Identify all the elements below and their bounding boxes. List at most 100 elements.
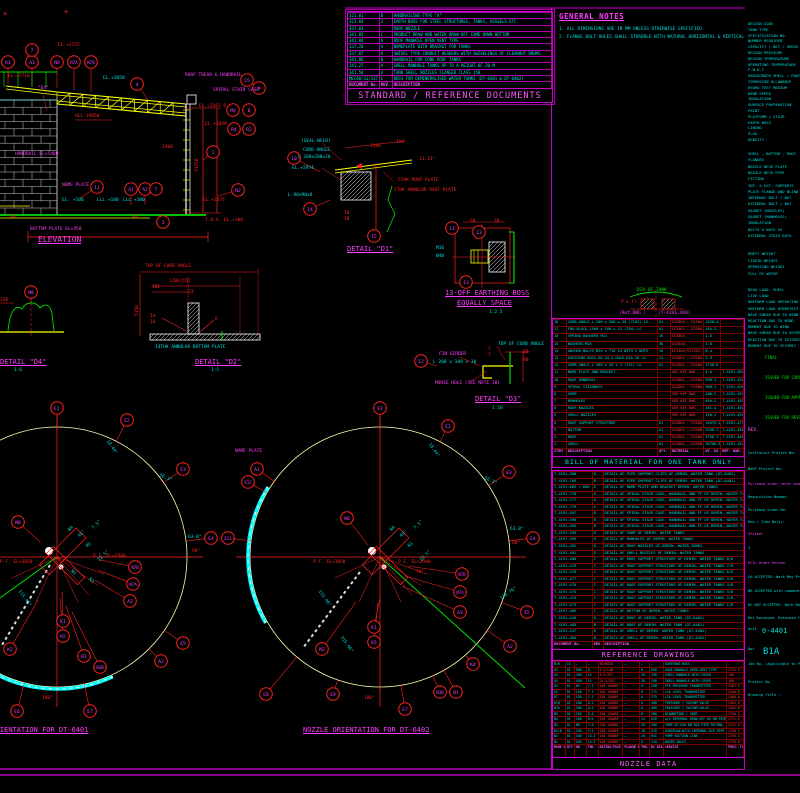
balloon-E1: E1 xyxy=(377,406,383,412)
balloon-13: 13 xyxy=(463,280,469,286)
balloon-N2: N2 xyxy=(319,647,325,653)
title-block-label: DEAD LOAD, SHELL xyxy=(748,287,785,292)
balloon-13: 13 xyxy=(476,230,482,236)
balloon-10: 10 xyxy=(291,156,297,162)
title-block-label: MoEF Project No: xyxy=(748,467,783,471)
balloon-K1: K1 xyxy=(5,60,11,66)
balloon-14: 14 xyxy=(307,207,313,213)
title-block-label: FULL OF WATER xyxy=(748,270,778,276)
title-block-label: SPECIFICATION NO. xyxy=(748,32,787,38)
title-block-label: LIQUID WEIGHT xyxy=(748,257,778,263)
balloon-E8: E8 xyxy=(263,692,269,698)
balloon-E4: E4 xyxy=(208,536,214,542)
title-block-label: SHELL , BOTTOM , ROOF xyxy=(748,151,797,156)
title-block-label: RC NOT ACCEPTED. Work May Not Proceed xyxy=(748,603,800,607)
title-block-label: FITTING xyxy=(748,176,765,182)
balloon-K5: K5 xyxy=(371,640,377,646)
title-block-label: DESIGN TEMPERATURE xyxy=(748,55,790,61)
title-block-label: OPERATING TEMPERATURE xyxy=(748,61,797,67)
balloon-N2: N2 xyxy=(235,188,241,194)
balloon-R4: R4 xyxy=(231,127,237,133)
title-block-label: PAINT xyxy=(748,108,760,113)
balloon-N3B: N3B xyxy=(96,665,104,670)
title-block-label: BASE SHEAR DUE TO SEISMIC xyxy=(748,330,800,336)
balloon-N7B: N7B xyxy=(458,572,466,577)
balloon-E7: E7 xyxy=(402,707,408,713)
title-block-label: NOZZLE NECK PIPE xyxy=(748,169,785,175)
title-block-label: CORROSION ALLOWANCE xyxy=(748,79,792,84)
title-block-label: REACTION DUE TO WIND xyxy=(748,318,794,323)
balloon-A1: A1 xyxy=(128,187,134,193)
balloon-A3: A3 xyxy=(29,60,35,66)
balloon-7: 7 xyxy=(31,48,34,54)
balloon-K4: K4 xyxy=(470,662,476,668)
balloon-13: 13 xyxy=(449,226,455,232)
title-block-label: RADIOGRAPH SHELL / ROOF xyxy=(748,73,800,79)
title-block-label: MOMENT DUE TO WIND xyxy=(748,324,790,330)
title-block-label: HYDRO TEST MEDIUM xyxy=(748,84,787,90)
title-block-label: LIVE LOAD xyxy=(748,293,769,299)
title-block-label: PLATE FLANGE AND BLIND xyxy=(748,188,799,194)
title-block-label: Sticker xyxy=(748,532,764,536)
title-block-label: OPERATING WEIGHT xyxy=(748,264,785,270)
title-block-label: INSULATION xyxy=(748,220,771,226)
balloon-A2: A2 xyxy=(507,644,513,650)
title-block-label: FINAL xyxy=(765,355,778,360)
balloon-E9: E9 xyxy=(330,692,336,698)
title-block-label: Unit xyxy=(748,627,757,631)
balloon-E2: E2 xyxy=(124,418,130,424)
balloon-N8: N8 xyxy=(28,290,34,296)
title-block-label: Drawing Title : xyxy=(748,693,781,697)
title-block-label: GASKET (MANHOLES) xyxy=(748,214,787,219)
title-block-label: 3 xyxy=(748,546,751,550)
title-block-label: EXTERNAL BOLT / NUT xyxy=(748,201,792,207)
title-block-label: BASE SHEAR DUE TO WIND xyxy=(748,311,799,317)
title-block-label: Purchase order refer and money as applic… xyxy=(748,482,800,486)
balloon-N7B: N7B xyxy=(131,565,139,570)
title-block-label: SURFACE PREPARATION xyxy=(748,102,792,108)
title-block-label: Req / Item No(s): xyxy=(748,520,785,524)
title-block-label: Project No. xyxy=(748,680,772,684)
title-block-label: Contractor Project No: xyxy=(748,451,796,455)
general-notes: GENERAL NOTES 1. ALL DIMENSIONS ARE IN M… xyxy=(559,12,747,43)
balloon-A2: A2 xyxy=(142,187,148,193)
balloon-3: 3 xyxy=(162,220,165,226)
title-block-label: Purchase Order No: xyxy=(748,508,787,512)
title-block-label: LINING xyxy=(748,125,762,131)
balloon-E3: E3 xyxy=(506,470,512,476)
balloon-7: 7 xyxy=(155,187,158,193)
title-block-label: EXTERNAL STAIR DATA xyxy=(748,232,792,238)
balloon-12: 12 xyxy=(418,359,424,365)
balloon-N8: N8 xyxy=(15,520,21,526)
title-block-label: B1A xyxy=(763,647,780,657)
balloon-1: 1 xyxy=(212,150,215,156)
balloon-A2: A2 xyxy=(158,659,164,665)
balloon-11: 11 xyxy=(94,185,100,191)
title-block-label: P.W.H.T xyxy=(748,67,765,73)
balloon-E1: E1 xyxy=(54,406,60,412)
title-block-label: NOZZLE NECK PLATE xyxy=(748,163,787,169)
title-block-label: REV. xyxy=(748,428,759,433)
balloon-E3: E3 xyxy=(180,467,186,473)
title-block-label: Job No. (Applicable to Power Agreement O… xyxy=(748,662,800,666)
title-block-label: INTERNAL BOLT / NUT xyxy=(748,195,792,201)
balloon-4: 4 xyxy=(136,82,139,88)
title-block-label: GASKET (NOZZLES) xyxy=(748,207,785,213)
balloon-E7: E7 xyxy=(87,709,93,715)
title-block-label: INSULATION xyxy=(748,96,771,102)
title-block-label: ECIL Order Review xyxy=(748,561,785,565)
balloon-N7A: N7A xyxy=(70,60,78,65)
title-block-label: UNIFORM LOAD HYDROTEST xyxy=(748,305,799,311)
title-block-label: Ret Reviewed. Retained for Information xyxy=(748,616,800,620)
title-block-label: ISSUED FOR REVIEW xyxy=(765,415,800,420)
balloon-N7A: N7A xyxy=(129,582,137,587)
balloon-9: 9 xyxy=(258,86,261,92)
balloon-15: 15 xyxy=(244,78,250,84)
title-block-label: REACTION DUE TO SEISMIC xyxy=(748,336,800,342)
title-block-label: CAPACITY ( NET / GROSS ) xyxy=(748,44,800,50)
balloon-R2: R2 xyxy=(246,127,252,133)
title-block-label: DENSITY xyxy=(748,137,765,142)
balloon-N8: N8 xyxy=(54,60,60,66)
